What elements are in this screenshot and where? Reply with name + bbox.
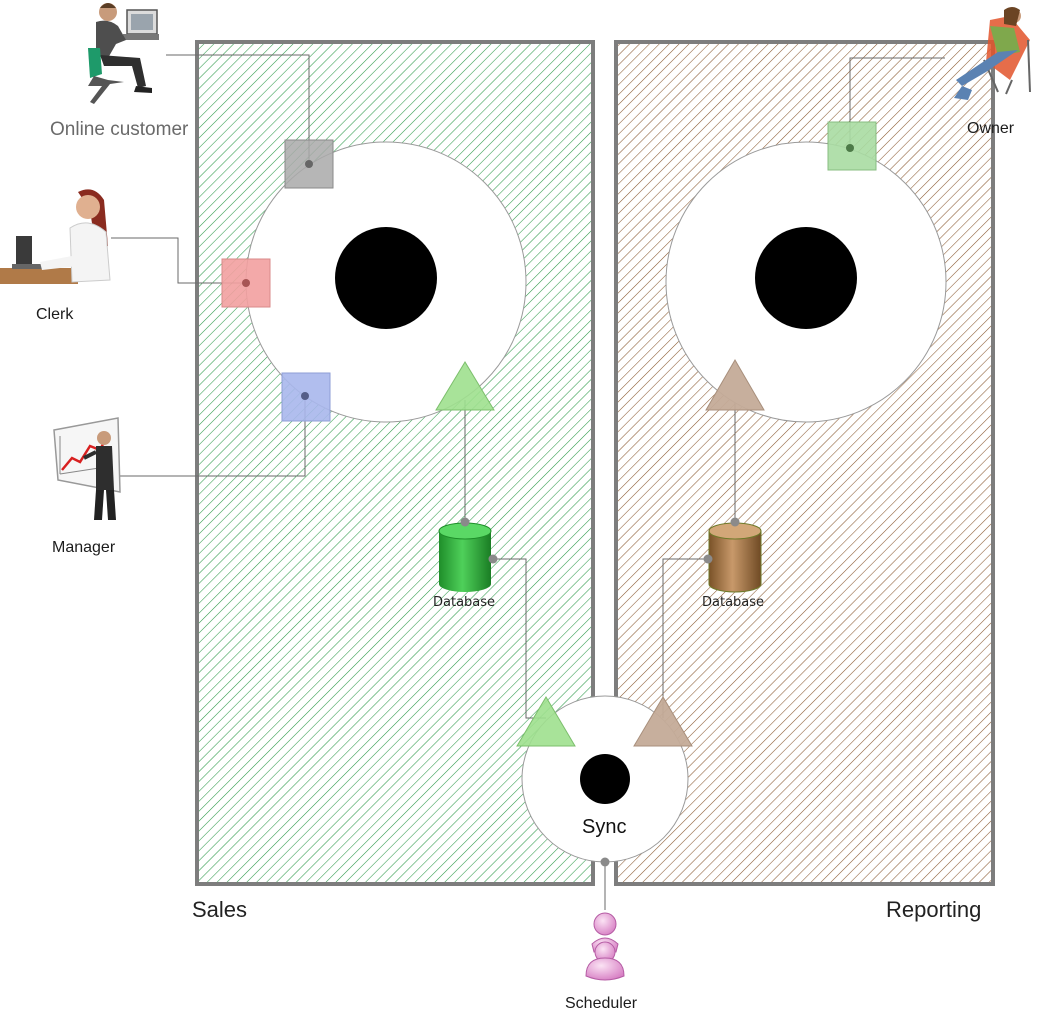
online-customer-label: Online customer [50, 119, 189, 140]
manager-connector [118, 396, 306, 477]
owner-port[interactable] [827, 121, 877, 171]
clerk-connector [111, 237, 246, 284]
owner-connector [849, 57, 945, 148]
manager-icon [53, 417, 121, 520]
reporting-component-core [755, 227, 857, 329]
online-customer-connector [166, 54, 310, 164]
sync-reporting-triangle[interactable] [633, 696, 693, 747]
online-customer-icon [88, 3, 159, 104]
manager-port[interactable] [281, 372, 331, 422]
clerk-icon [0, 189, 111, 284]
sales-db-interface-triangle[interactable] [435, 361, 495, 411]
sync-component-core [580, 754, 630, 804]
scheduler-port [600, 857, 610, 867]
reporting-db-interface-triangle[interactable] [705, 359, 765, 411]
reporting-database-label: Database [702, 595, 765, 610]
scheduler-icon [585, 912, 625, 981]
sales-database-label: Database [433, 595, 496, 610]
sync-sales-triangle[interactable] [516, 696, 576, 747]
clerk-port[interactable] [221, 258, 271, 308]
owner-icon [954, 7, 1031, 100]
sales-region-label: Sales [192, 897, 248, 922]
reporting-sync-connector [662, 558, 708, 718]
online-customer-port[interactable] [284, 139, 334, 189]
sync-label: Sync [582, 816, 627, 838]
scheduler-label: Scheduler [565, 995, 638, 1012]
sales-component-core [335, 227, 437, 329]
manager-label: Manager [52, 539, 116, 556]
reporting-region-label: Reporting [886, 897, 982, 922]
clerk-label: Clerk [36, 306, 74, 323]
reporting-database-icon[interactable] [703, 517, 762, 593]
sales-database-icon[interactable] [438, 517, 498, 593]
owner-label: Owner [967, 120, 1015, 137]
